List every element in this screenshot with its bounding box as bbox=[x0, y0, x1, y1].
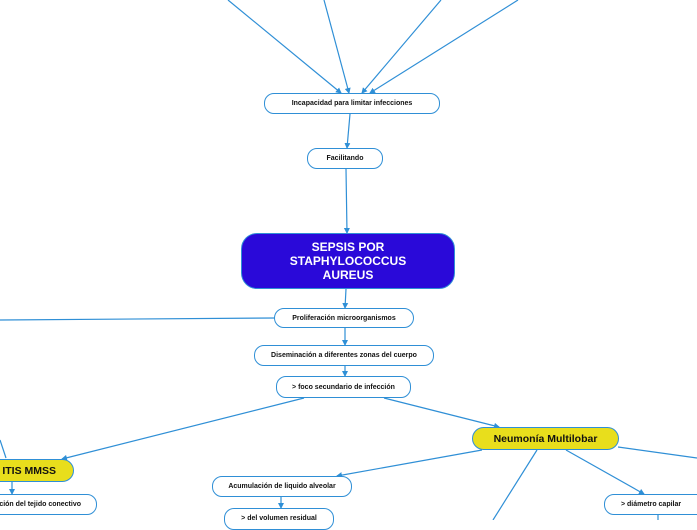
node-diametro[interactable]: > diámetro capilar bbox=[604, 494, 697, 515]
node-foco[interactable]: > foco secundario de infección bbox=[276, 376, 411, 398]
connector-neumonia-diametro bbox=[565, 449, 645, 495]
connector-foco-neumonia bbox=[383, 397, 500, 429]
node-neumonia[interactable]: Neumonía Multilobar bbox=[472, 427, 619, 450]
connector-left-artritis bbox=[0, 439, 7, 459]
node-artritis[interactable]: ITIS MMSS bbox=[0, 459, 74, 482]
connector-neumonia-acumulacion bbox=[336, 449, 483, 479]
connector-foco-artritis bbox=[61, 397, 305, 461]
node-acumulacion[interactable]: Acumulación de liquido alveolar bbox=[212, 476, 352, 497]
node-tejido[interactable]: ción del tejido conectivo bbox=[0, 494, 97, 515]
connector-proliferacion-left bbox=[0, 317, 276, 321]
connector-neumonia-right bbox=[617, 446, 697, 459]
connector-top-4 bbox=[369, 0, 519, 94]
connector-facilitando-sepsis bbox=[343, 168, 350, 234]
node-facilitando[interactable]: Facilitando bbox=[307, 148, 383, 169]
connector-top-2 bbox=[323, 0, 351, 94]
connector-top-3 bbox=[361, 0, 442, 94]
connector-incapacidad-facilitando bbox=[344, 113, 351, 149]
node-proliferacion[interactable]: Proliferación microorganismos bbox=[274, 308, 414, 328]
node-diseminacion[interactable]: Diseminación a diferentes zonas del cuer… bbox=[254, 345, 434, 366]
connector-sepsis-proliferacion bbox=[342, 288, 349, 309]
node-incapacidad[interactable]: Incapacidad para limitar infecciones bbox=[264, 93, 440, 114]
connector-neumonia-down bbox=[492, 449, 538, 520]
node-volumen[interactable]: > del volumen residual bbox=[224, 508, 334, 530]
node-sepsis[interactable]: SEPSIS POR STAPHYLOCOCCUS AUREUS bbox=[241, 233, 455, 289]
connector-top-1 bbox=[227, 0, 342, 94]
